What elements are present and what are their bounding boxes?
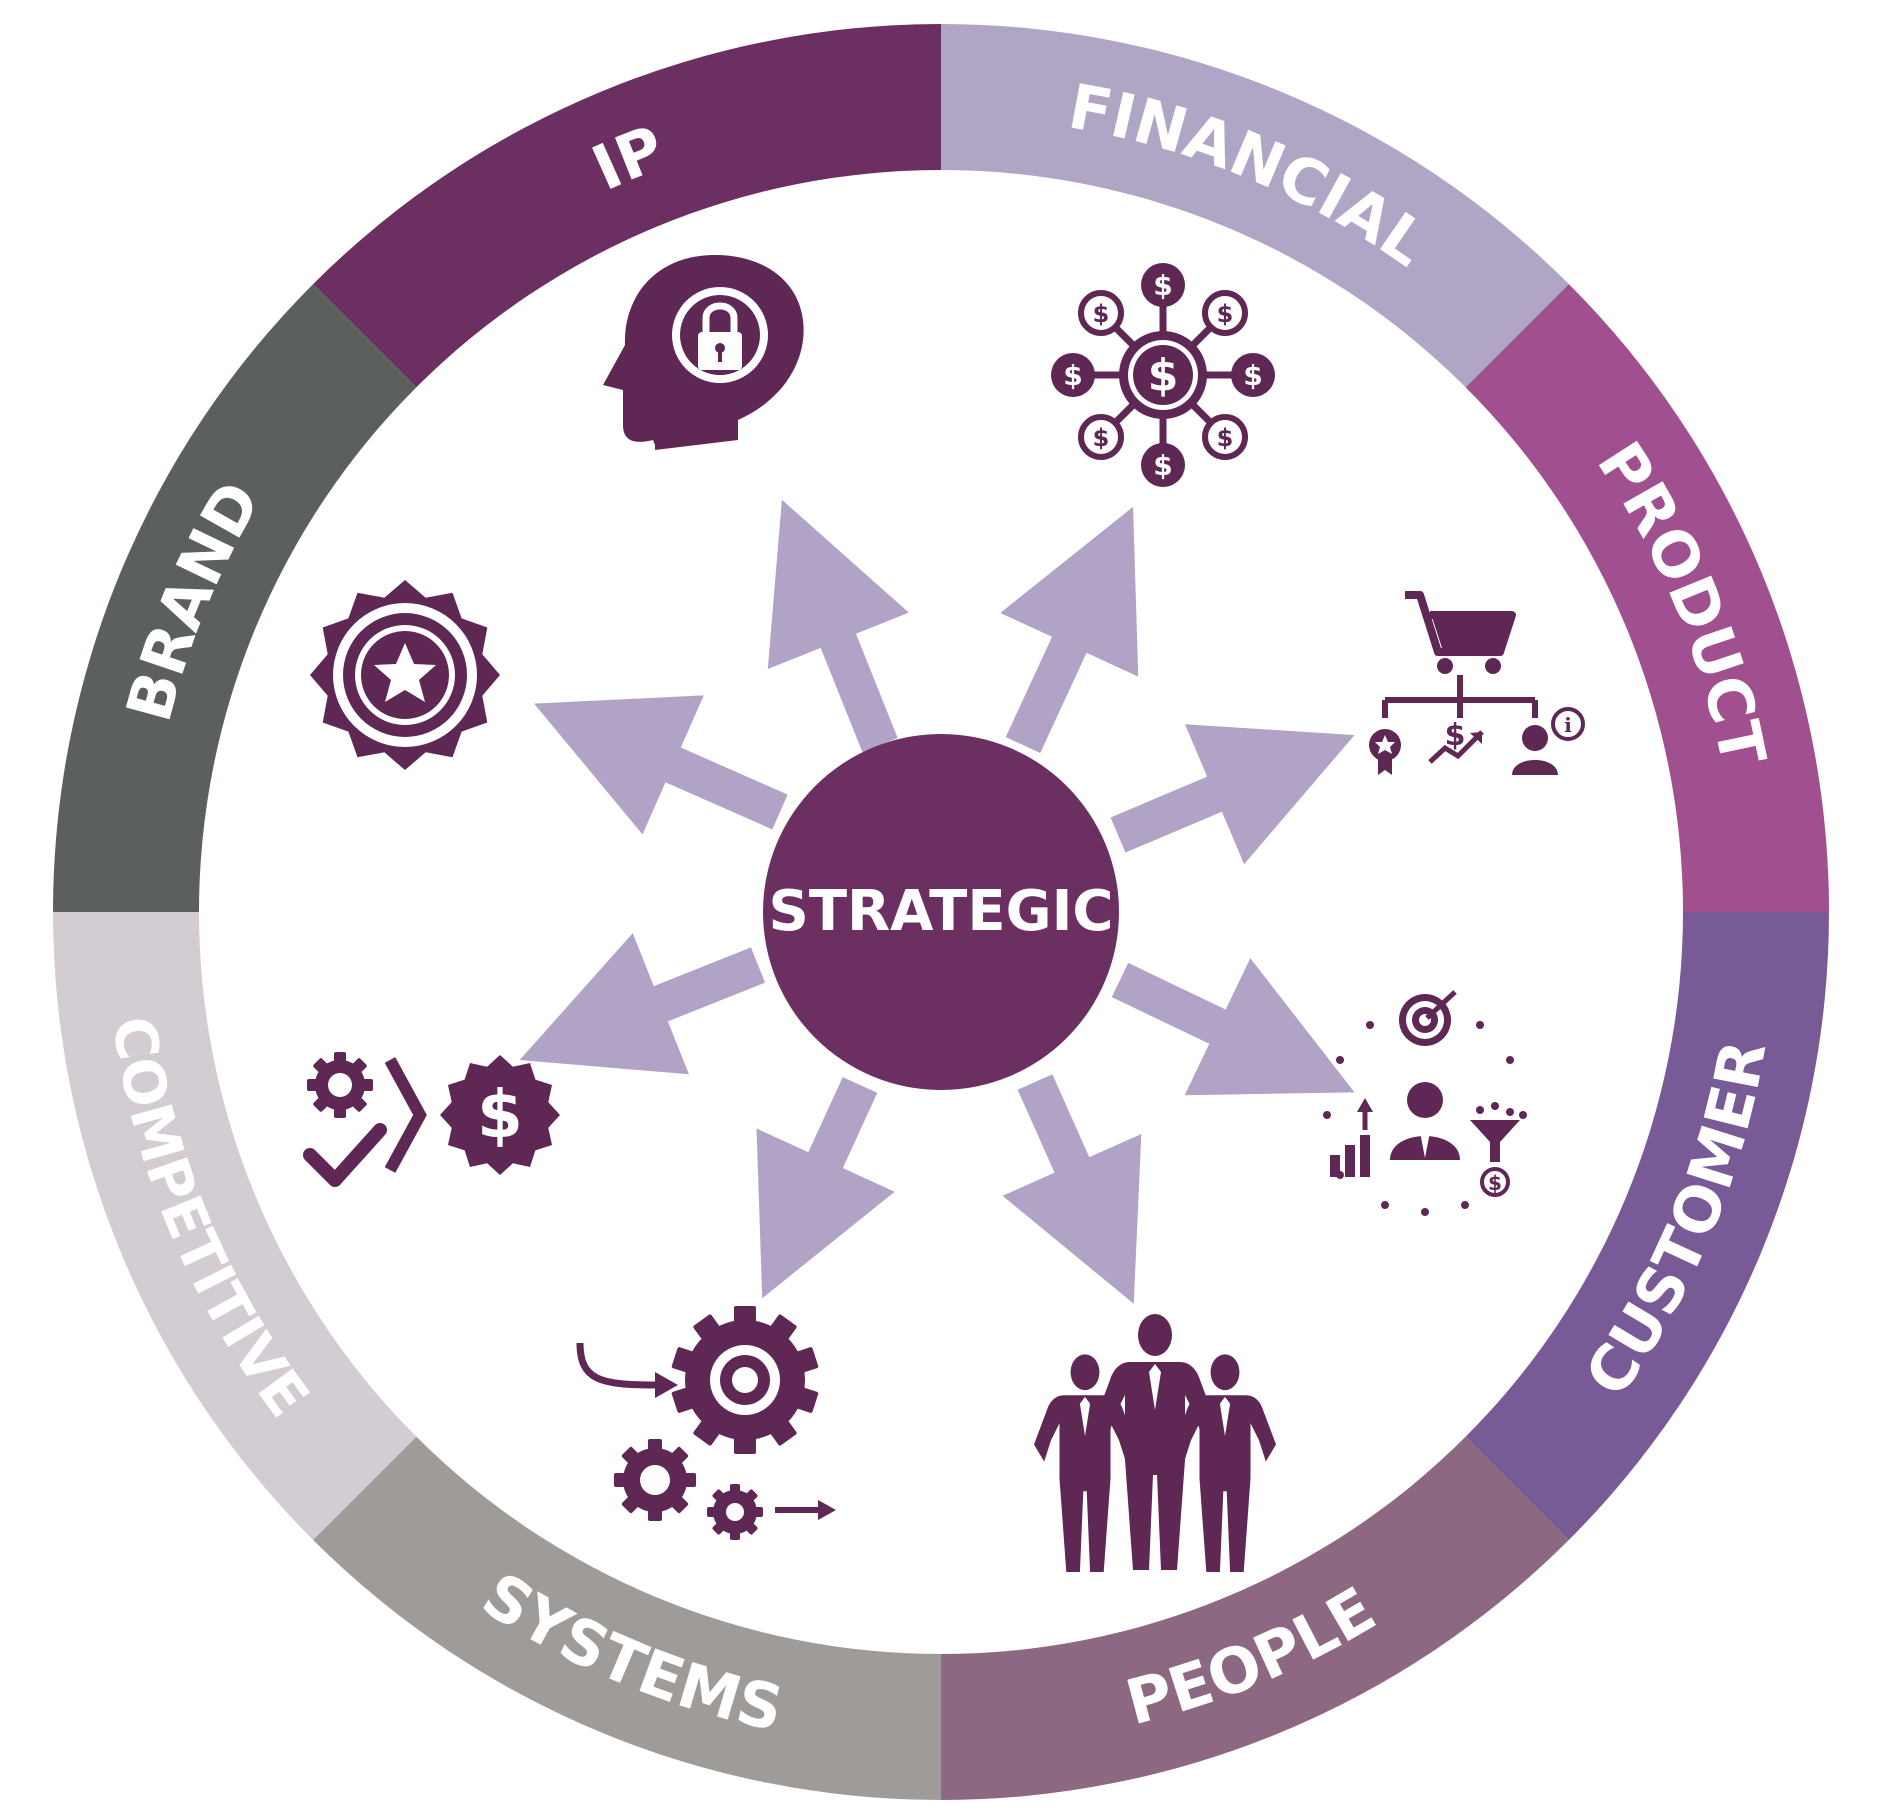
svg-text:$: $	[1148, 350, 1179, 401]
cart-hierarchy-icon: $ i	[1369, 591, 1585, 775]
business-team-icon	[1034, 1314, 1276, 1572]
arrow-to-financial	[1000, 506, 1139, 753]
arrow-to-product	[1110, 724, 1355, 865]
arrow-to-competitive	[519, 933, 766, 1075]
gear-check-dollar-icon: $	[303, 1052, 560, 1187]
arrow-to-people	[1002, 1074, 1142, 1304]
svg-text:$: $	[1093, 424, 1110, 452]
svg-text:$: $	[1153, 269, 1172, 302]
arrow-to-ip	[767, 499, 909, 753]
svg-text:$: $	[1093, 300, 1110, 328]
star-badge-icon	[310, 580, 500, 770]
svg-text:$: $	[1063, 359, 1082, 392]
center-circle	[763, 734, 1119, 1090]
center-label: STRATEGIC	[769, 879, 1114, 944]
svg-text:$: $	[1153, 449, 1172, 482]
svg-text:$: $	[1217, 424, 1234, 452]
arrow-to-brand	[534, 695, 788, 835]
svg-text:i: i	[1564, 713, 1572, 737]
radiating-arrows	[519, 499, 1355, 1304]
svg-text:$: $	[1217, 300, 1234, 328]
svg-text:$: $	[1445, 718, 1466, 753]
arrow-to-customer	[1111, 958, 1355, 1096]
svg-text:$: $	[477, 1076, 523, 1153]
gears-process-icon	[576, 1306, 836, 1540]
customer-target-funnel-icon: $	[1323, 990, 1527, 1216]
arrow-to-systems	[756, 1077, 895, 1299]
head-padlock-icon	[603, 255, 804, 450]
svg-text:$: $	[1488, 1171, 1502, 1195]
dollar-network-icon: $ $ $ $ $ $ $ $ $	[1051, 263, 1275, 487]
svg-text:$: $	[1243, 359, 1262, 392]
